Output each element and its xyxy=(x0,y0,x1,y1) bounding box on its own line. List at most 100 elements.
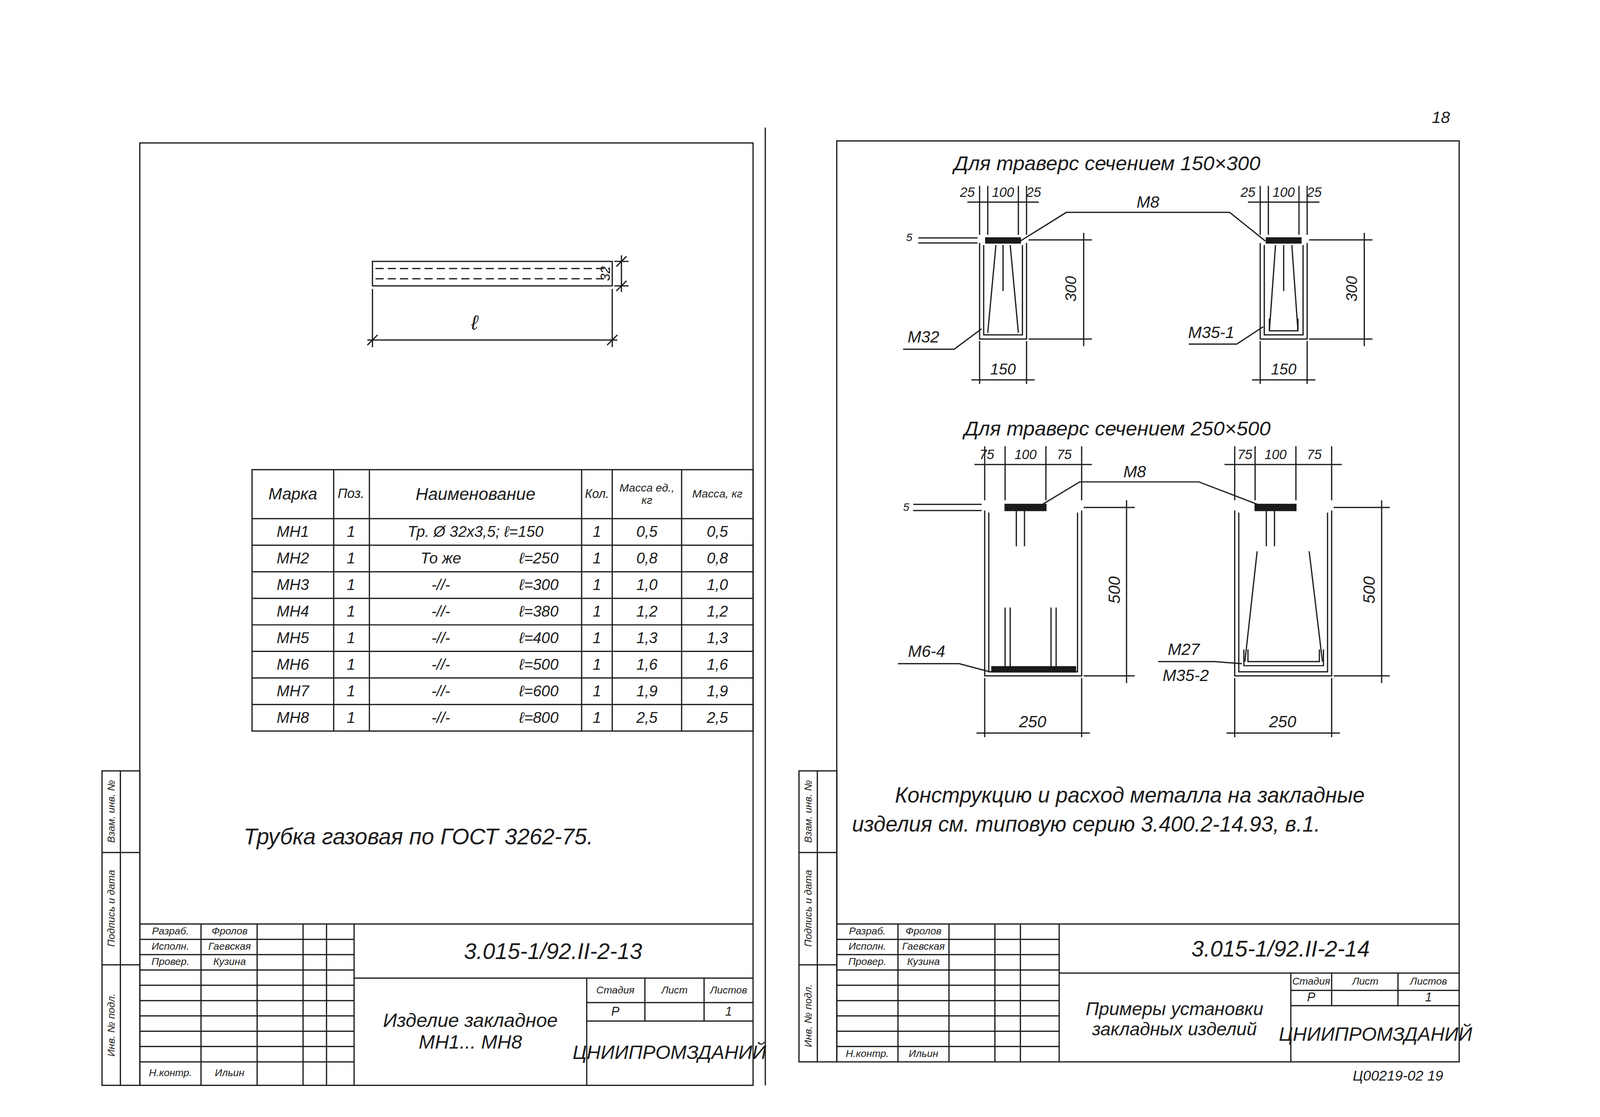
drawing-label: Стадия xyxy=(1292,974,1330,987)
drawing-label: МН6 xyxy=(276,655,310,673)
drawing-label: ЦНИИПРОМЗДАНИЙ xyxy=(1278,1023,1473,1045)
drawing-label: 1 xyxy=(592,655,602,673)
drawing-label: 1 xyxy=(346,549,356,567)
drawing-label: МН7 xyxy=(276,682,310,699)
drawing-label: Лист xyxy=(661,984,688,996)
drawing-label: МН4 xyxy=(276,603,310,620)
drawing-label: -//- xyxy=(431,655,451,673)
drawing-label: -//- xyxy=(431,682,451,699)
drawing-label: Ильин xyxy=(908,1047,938,1059)
drawing-label: -//- xyxy=(431,576,451,594)
drawing-label: 1,6 xyxy=(706,655,728,673)
drawing-label: -//- xyxy=(431,629,451,646)
drawing-label: ℓ=380 xyxy=(518,603,559,620)
drawing-label: 1,2 xyxy=(636,603,658,620)
drawing-label: 75 xyxy=(979,447,995,463)
drawing-label: Разраб. xyxy=(151,925,189,937)
drawing-label: 150 xyxy=(1270,361,1297,378)
drawing-label: -//- xyxy=(431,603,451,620)
drawing-label: 100 xyxy=(1014,447,1037,463)
drawing-label: Тр. Ø 32х3,5; ℓ=150 xyxy=(407,523,544,541)
vertical-label: Взам. инв. № xyxy=(105,779,118,843)
drawing-label: МН3 xyxy=(276,576,310,594)
drawing-label: 1,0 xyxy=(636,576,658,594)
drawing-label: М32 xyxy=(907,327,940,346)
drawing-label: ℓ=500 xyxy=(518,655,559,673)
drawing-label: 1 xyxy=(346,603,356,620)
drawing-label: Конструкцию и расход металла на закладны… xyxy=(851,780,1424,839)
drawing-label: 1 xyxy=(592,549,602,567)
drawing-label: Фролов xyxy=(211,925,248,937)
drawing-label: 0,8 xyxy=(636,549,658,567)
drawing-label: 1 xyxy=(346,629,356,646)
drawing-label: МН8 xyxy=(276,708,310,726)
drawing-label: -//- xyxy=(431,708,451,726)
drawing-label: 5 xyxy=(903,501,910,514)
drawing-label: ℓ=250 xyxy=(518,549,559,567)
drawing-label: 1 xyxy=(1425,990,1433,1004)
drawing-label: 1 xyxy=(346,576,356,594)
drawing-label: 100 xyxy=(992,185,1015,201)
vertical-label: 300 xyxy=(1343,275,1361,302)
drawing-label: Кузина xyxy=(213,955,246,967)
drawing-label: ℓ=400 xyxy=(518,629,559,646)
drawing-label: 75 xyxy=(1306,447,1322,463)
drawing-label: 1,3 xyxy=(706,629,728,646)
drawing-label: 1,0 xyxy=(706,576,728,594)
drawing-label: МН5 xyxy=(276,629,310,646)
drawing-label: ℓ=600 xyxy=(518,682,559,699)
drawing-label: 25 xyxy=(960,185,975,201)
vertical-label: Инв. № подл. xyxy=(105,993,118,1057)
drawing-label: Для траверс сечением 250×500 xyxy=(964,417,1271,440)
drawing-label: ЦНИИПРОМЗДАНИЙ xyxy=(572,1041,766,1063)
drawing-label: 0,5 xyxy=(636,523,658,541)
drawing-label: 2,5 xyxy=(706,708,728,726)
drawing-label: Стадия xyxy=(596,984,634,996)
drawing-label: Провер. xyxy=(848,955,887,967)
drawing-label: 1 xyxy=(346,523,356,541)
vertical-label: Подпись и дата xyxy=(802,869,815,947)
drawing-label: 100 xyxy=(1272,185,1295,201)
vertical-label: Подпись и дата xyxy=(105,869,118,947)
drawing-label: 100 xyxy=(1264,447,1287,463)
drawing-label: Кузина xyxy=(906,955,940,967)
drawing-label: М8 xyxy=(1136,193,1160,212)
drawing-label: ℓ=800 xyxy=(518,708,559,726)
drawing-label: М35-2 xyxy=(1162,666,1209,685)
drawing-label: 1 xyxy=(592,708,602,726)
drawing-label: 1,6 xyxy=(636,655,658,673)
drawing-label: Исполн. xyxy=(151,940,189,952)
drawing-label: 18 xyxy=(1431,108,1450,127)
drawing-label: 1 xyxy=(592,603,602,620)
drawing-label: 3.015-1/92.II-2-13 xyxy=(463,938,642,964)
drawing-label: Н.контр. xyxy=(149,1066,193,1079)
drawing-label: Изделие закладное МН1... МН8 xyxy=(363,1009,578,1053)
drawing-label: 5 xyxy=(905,231,913,244)
drawing-label: Разраб. xyxy=(848,925,886,937)
drawing-label: Поз. xyxy=(337,486,365,502)
drawing-label: 1,2 xyxy=(706,603,728,620)
drawing-label: 1 xyxy=(592,523,602,541)
drawing-label: Наименование xyxy=(415,484,536,504)
vertical-label: 300 xyxy=(1062,275,1080,302)
drawing-label: Фролов xyxy=(905,925,942,937)
drawing-label: 1 xyxy=(346,708,356,726)
drawing-label: 1 xyxy=(724,1004,732,1018)
drawing-label: 1,9 xyxy=(636,682,658,699)
vertical-label: Инв. № подл. xyxy=(802,983,815,1047)
drawing-label: 1,3 xyxy=(636,629,658,646)
drawing-label: Лист xyxy=(1352,974,1379,987)
drawing-label: М8 xyxy=(1123,462,1147,481)
drawing-label: 25 xyxy=(1240,185,1256,201)
drawing-label: 0,8 xyxy=(706,549,728,567)
drawing-label: 1 xyxy=(346,682,356,699)
vertical-label: 500 xyxy=(1360,575,1379,604)
vertical-label: 500 xyxy=(1105,575,1124,604)
drawing-label: Масса, кг xyxy=(685,487,750,501)
drawing-label: Масса ед., кг xyxy=(615,481,679,507)
drawing-label: 150 xyxy=(990,361,1016,378)
drawing-label: Н.контр. xyxy=(845,1047,890,1059)
drawing-label: Листов xyxy=(710,984,748,996)
drawing-label: Ильин xyxy=(214,1066,245,1079)
